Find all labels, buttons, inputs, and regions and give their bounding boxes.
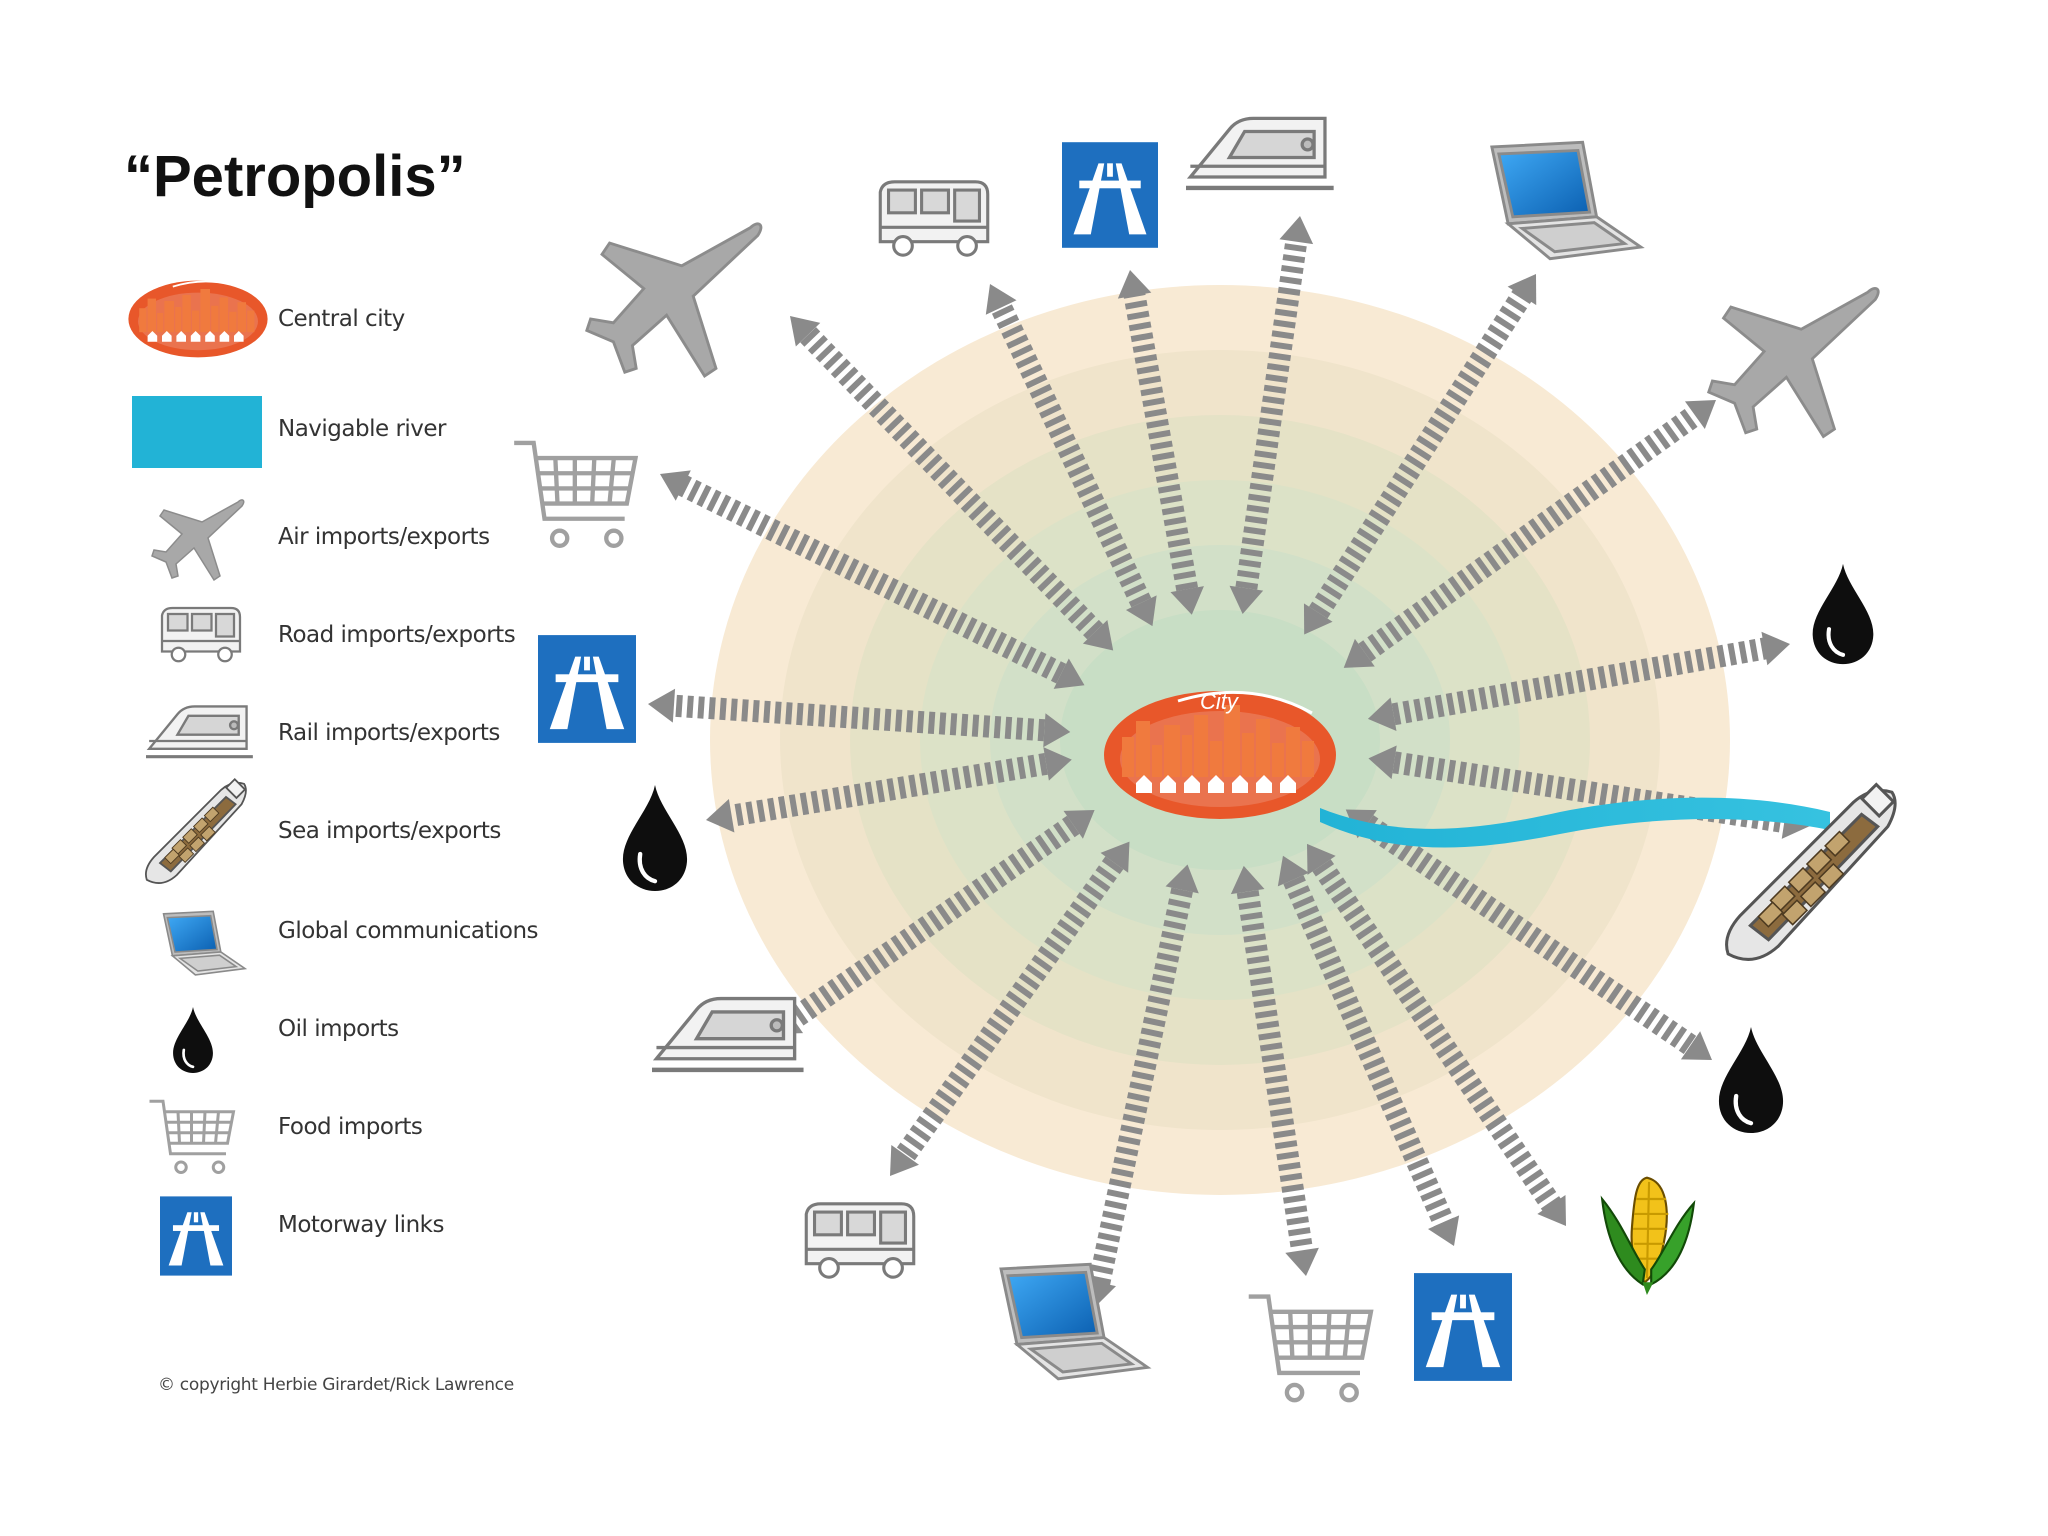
arrow-dash [1283,1194,1306,1203]
arrow-dash [1283,254,1306,263]
legend-item: Global communications [164,911,538,975]
legend-label: Navigable river [278,416,447,442]
legend-item: Oil imports [173,1007,399,1073]
motorway-sign-icon [160,1196,232,1275]
arrow-dash [1738,641,1748,664]
laptop-icon [1001,1264,1148,1379]
bus-icon [880,182,987,255]
arrowhead-outward [652,459,690,501]
arrowhead-outward [1761,627,1793,665]
arrow-dash [1284,243,1307,252]
arrow-dash [1102,1211,1125,1221]
arrow-dash [1098,1232,1121,1242]
legend-item: Motorway links [160,1196,444,1275]
arrow-dash [1411,1167,1434,1181]
arrowhead-outward [1537,1195,1580,1236]
arrowhead-outward [778,304,821,346]
arrowhead-outward [1508,265,1551,305]
arrow-dash [1288,1227,1311,1236]
arrowhead-outward [1428,1215,1470,1252]
legend-item: Air imports/exports [152,500,490,580]
legend-label: Oil imports [278,1016,399,1042]
arrowhead-outward [1681,1031,1722,1074]
oil-drop-icon [1813,564,1874,664]
corn-icon [1602,1178,1694,1295]
arrow-dash [1290,1238,1313,1247]
legend-label: Motorway links [278,1212,444,1238]
legend-label: Rail imports/exports [278,720,500,746]
central-city-icon [128,281,267,358]
train-icon [652,999,804,1070]
legend-item: Road imports/exports [162,608,515,661]
copyright-notice: © copyright Herbie Girardet/Rick Lawrenc… [158,1375,514,1395]
legend-item: Sea imports/exports [146,779,501,883]
arrow-dash [1420,1187,1443,1201]
oil-drop-icon [623,785,687,891]
motorway-sign-icon [1414,1273,1512,1381]
arrow-dash [1095,1243,1118,1253]
arrow-dash [1104,1200,1127,1210]
motorway-sign-icon [1062,142,1158,248]
legend-label: Road imports/exports [278,622,515,648]
legend-label: Sea imports/exports [278,818,501,844]
arrow-dash [1279,276,1302,285]
shopping-cart-icon [150,1101,234,1172]
airplane-icon [1709,288,1879,436]
arrowhead-outward [876,1145,919,1186]
legend-item: Central city [128,281,404,358]
legend-item: Navigable river [132,396,447,468]
arrow-dash [1091,1264,1114,1274]
legend-label: Central city [278,306,405,332]
arrow-dash [675,695,682,717]
arrow-dash [697,696,704,718]
oil-drop-icon [173,1007,213,1073]
motorway-sign-icon [538,635,636,743]
arrowhead-outward [1285,1248,1323,1279]
oil-drop-icon [1719,1027,1783,1133]
shopping-cart-icon [514,443,635,546]
legend-item: Food imports [150,1101,423,1172]
airplane-icon [152,500,244,580]
legend-label: Food imports [278,1114,422,1140]
bus-icon [806,1204,913,1277]
laptop-icon [164,911,245,975]
cargo-ship-icon [146,779,246,883]
arrowhead-outward [1279,214,1316,245]
laptop-icon [1492,142,1641,258]
legend-label: Global communications [278,918,538,944]
shopping-cart-icon [1249,1297,1371,1401]
city-label: City [1200,689,1240,714]
train-icon [1186,118,1334,187]
navigable-river-icon [132,396,262,468]
legend: Central city Navigable river Air imports… [128,281,538,1276]
legend-item: Rail imports/exports [146,706,500,756]
arrow-dash [1749,639,1759,662]
arrow-dash [1286,1216,1309,1225]
train-icon [146,706,253,756]
arrow-dash [1093,1254,1116,1264]
arrow-dash [1281,265,1304,274]
arrow-dash [1425,1198,1448,1212]
legend-label: Air imports/exports [278,524,490,550]
bus-icon [162,608,240,661]
arrow-dash [1429,1208,1452,1222]
arrow-dash [1107,1189,1130,1199]
arrow-dash [1416,1177,1439,1191]
arrow-dash [1727,643,1737,666]
page-title: “Petropolis” [124,144,466,209]
arrowhead-outward [647,687,675,723]
arrow-dash [1100,1221,1123,1231]
arrow-dash [686,696,693,718]
arrow-dash [1285,1205,1308,1214]
airplane-icon [587,224,761,376]
